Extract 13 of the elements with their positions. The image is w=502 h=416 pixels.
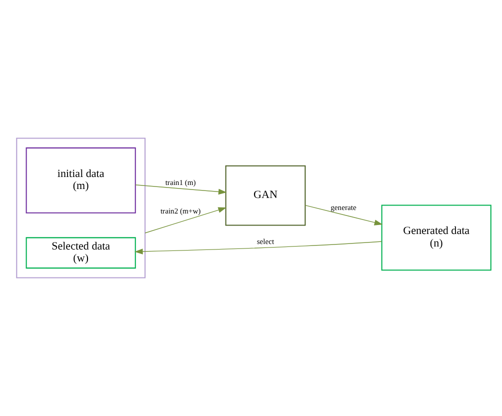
edge-label: select: [256, 236, 274, 246]
arrow: [135, 184, 227, 195]
node-box: Generated data (n): [381, 204, 492, 271]
node-box: initial data (m): [26, 147, 136, 214]
arrow: [134, 241, 382, 254]
edge-label: train1 (m): [165, 178, 196, 188]
arrow: [304, 204, 383, 226]
edge-label: train2 (m+w): [160, 206, 201, 216]
edge-label: generate: [330, 202, 356, 212]
node-box: GAN: [225, 165, 306, 226]
node-box: Selected data (w): [26, 237, 136, 269]
arrow: [144, 207, 227, 234]
cluster: [16, 138, 146, 278]
